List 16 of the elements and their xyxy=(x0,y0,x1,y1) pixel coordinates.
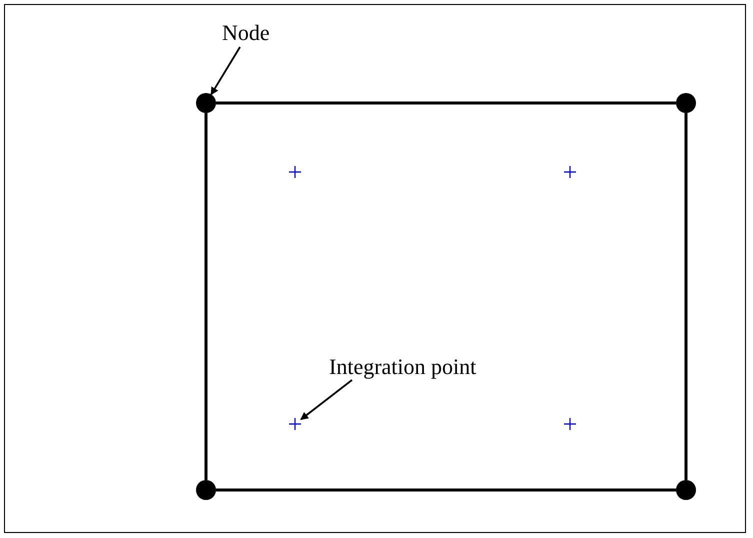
element-edge xyxy=(204,113,208,480)
node-dot xyxy=(196,480,216,500)
integration-point-icon xyxy=(289,418,301,430)
node-dot xyxy=(196,93,216,113)
integration-point-icon xyxy=(564,418,576,430)
leader-arrow xyxy=(300,379,353,420)
element-edge xyxy=(216,488,676,492)
callout-label: Integration point xyxy=(329,356,539,380)
node-dot xyxy=(676,480,696,500)
element-edge xyxy=(684,113,688,480)
node-dot xyxy=(676,93,696,113)
integration-point-icon xyxy=(564,166,576,178)
callout-label: Node xyxy=(222,22,274,46)
integration-point-icon xyxy=(289,166,301,178)
element-edge xyxy=(216,102,676,104)
leader-arrow xyxy=(210,46,241,96)
